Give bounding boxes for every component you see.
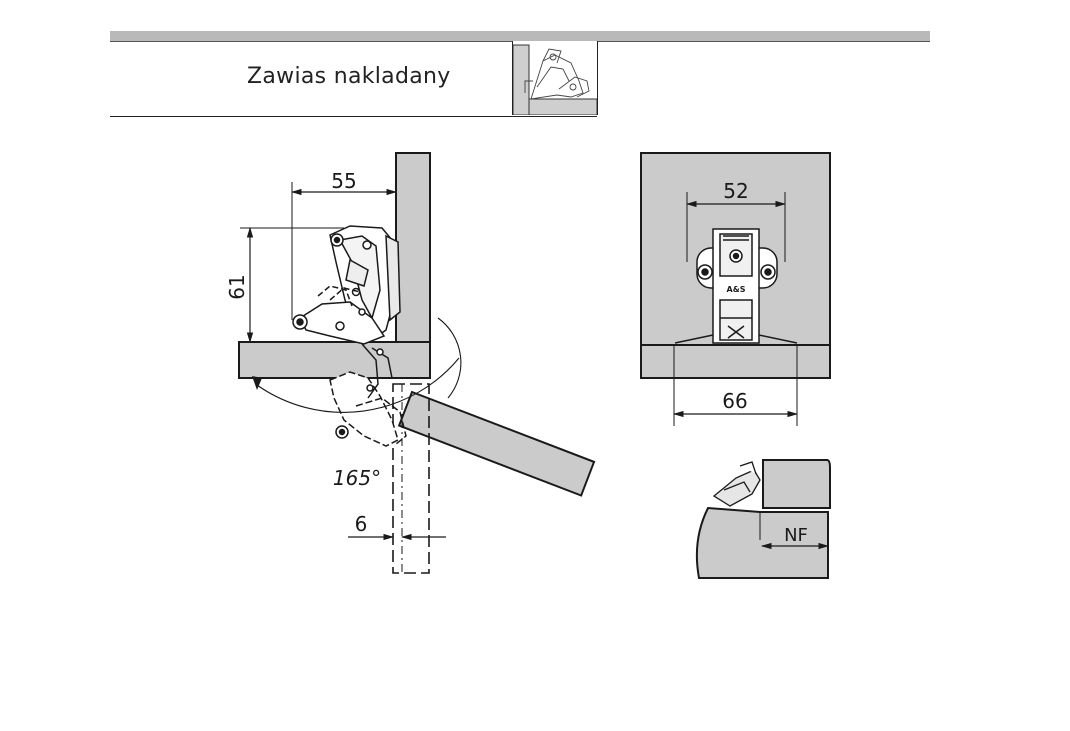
hinge-type-title: Zawias nakladany	[247, 64, 451, 89]
dimension-52: 52	[685, 179, 787, 262]
overlay-detail-view: NF	[695, 459, 831, 579]
brand-logo-text: A&S	[727, 285, 746, 294]
hinge-mechanism	[292, 225, 407, 447]
dimension-nf-label: NF	[784, 525, 808, 546]
angle-label: 165°	[333, 466, 381, 490]
mounting-plate	[674, 228, 798, 344]
dimension-55: 55	[290, 169, 398, 320]
cabinet-side-panel	[395, 152, 431, 344]
front-view: A&S 52 66	[640, 152, 831, 426]
dimension-nf: NF	[760, 525, 830, 550]
header-row: Zawias nakladany	[110, 41, 598, 117]
door-open-panel	[397, 390, 596, 497]
dimension-6: 6	[348, 512, 446, 541]
dimension-61-label: 61	[225, 274, 249, 299]
dimension-66: 66	[672, 345, 799, 426]
door-closed-panel	[238, 341, 431, 379]
dimension-6-label: 6	[355, 512, 368, 536]
dimension-52-label: 52	[723, 179, 748, 203]
opening-angle-arc: 165°	[252, 317, 462, 490]
adjacent-door-outline	[392, 383, 430, 574]
dimension-66-label: 66	[722, 389, 747, 413]
side-section-view: 55 61 165° 6	[225, 152, 596, 574]
dimension-55-label: 55	[331, 169, 356, 193]
hinge-thumbnail-icon	[512, 41, 598, 116]
dimension-61: 61	[225, 226, 344, 344]
